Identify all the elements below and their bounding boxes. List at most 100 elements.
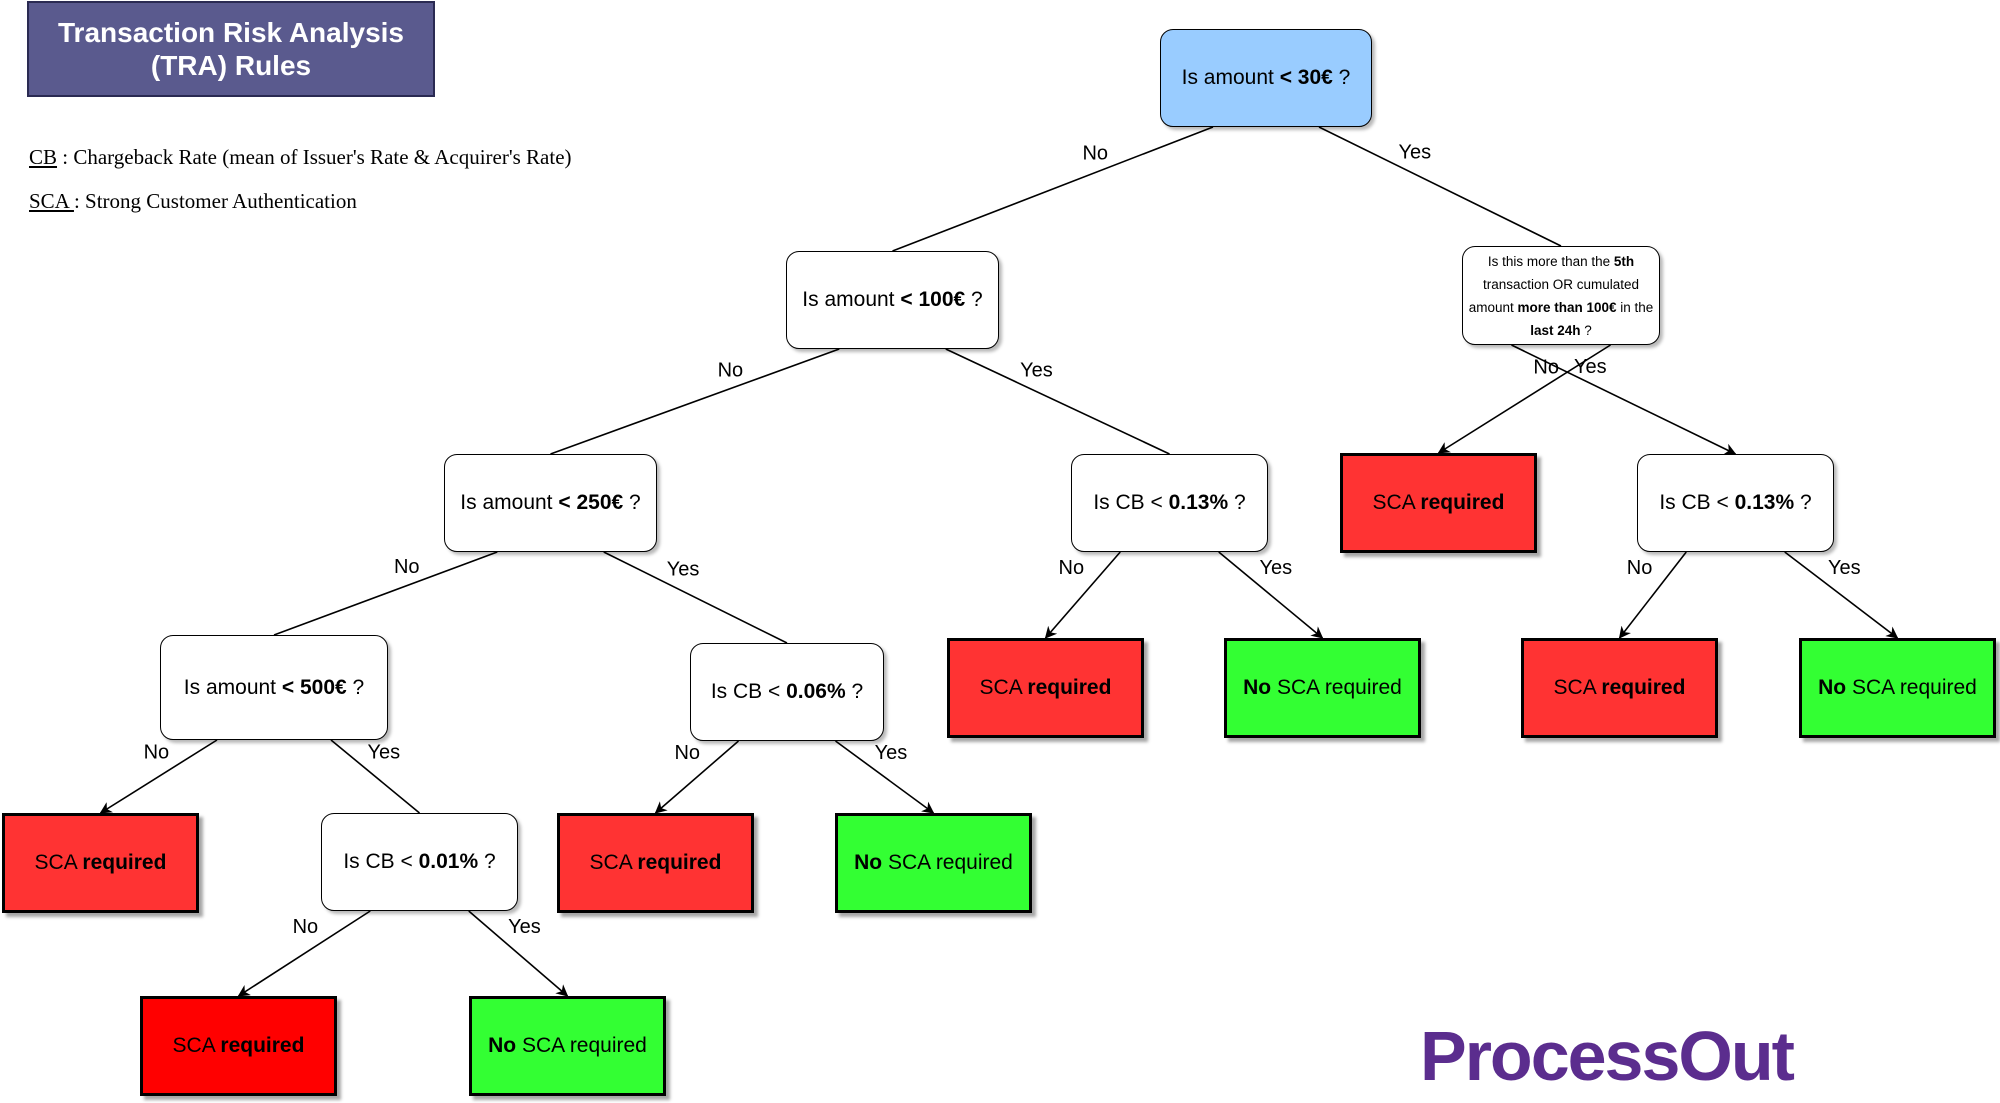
text-bold: No [854,851,883,874]
text-part: Is this more than the [1487,253,1614,269]
legend-sca: SCA : Strong Customer Authentication [29,189,357,214]
edge-e-cb013b-yes [1784,551,1899,639]
result-text: No SCA required [1243,676,1402,700]
text-post: ? [845,680,864,703]
edge-label-no: No [293,916,319,938]
result-text: SCA required [1373,491,1505,515]
edge-e-30-no [892,126,1214,252]
text-post: SCA required [882,851,1013,874]
edge-label-no: No [1627,557,1653,579]
edge-e-30-yes [1318,126,1562,247]
legend-sca-text: : Strong Customer Authentication [73,189,357,213]
edge-e-cb006-no [654,740,740,814]
edge-e-cb013b-no [1618,551,1687,639]
legend-sca-abbr: SCA [29,189,74,213]
text-bold: < 250€ [558,491,624,514]
edge-label-no: No [1059,557,1085,579]
text-post: ? [965,288,983,311]
result-sca-required: SCA required [947,638,1144,738]
edge-label-no: No [718,359,744,381]
text-bold: < 30€ [1279,66,1333,89]
result-sca-required: SCA required [1521,638,1718,738]
edge-e-250-no [273,551,498,636]
result-sca-required: SCA required [2,813,199,913]
text-pre: Is CB < [343,850,419,873]
edge-label-no: No [674,742,700,764]
text-bold: required [1027,676,1112,699]
decision-cb-lt-013-left: Is CB < 0.13% ? [1071,454,1268,552]
text-post: ? [1794,491,1812,514]
decision-text: Is CB < 0.01% ? [343,850,495,874]
decision-text: Is amount < 500€ ? [184,676,364,700]
text-pre: SCA [1553,676,1602,699]
text-bold: last 24h [1530,322,1581,338]
text-pre: Is CB < [1093,491,1169,514]
decision-amount-lt-250: Is amount < 250€ ? [444,454,657,552]
edge-label-yes: Yes [667,558,700,580]
decision-amount-lt-100: Is amount < 100€ ? [786,251,999,349]
text-bold: required [1601,676,1686,699]
text-bold: 0.13% [1168,491,1229,514]
edge-label-yes: Yes [1828,557,1861,579]
text-bold: required [220,1034,305,1057]
edge-label-no: No [144,741,170,763]
edge-e-cb013a-no [1044,551,1121,639]
edge-label-no: No [1082,143,1108,165]
text-post: SCA required [516,1034,647,1057]
result-text: SCA required [1554,676,1686,700]
edge-e-100-yes [945,348,1170,455]
result-text: SCA required [173,1034,305,1058]
edge-label-yes: Yes [1398,141,1431,163]
text-bold: 0.06% [786,680,846,703]
decision-text: Is amount < 30€ ? [1182,66,1351,90]
text-bold: No [1818,676,1847,699]
title-line-1: Transaction Risk Analysis [58,17,404,48]
text-bold: required [1420,491,1505,514]
text-pre: Is amount [460,491,559,514]
edge-e-5th-no [1511,344,1737,455]
legend-cb-abbr: CB [29,145,58,169]
text-post: SCA required [1846,676,1977,699]
decision-amount-lt-30: Is amount < 30€ ? [1160,29,1372,127]
decision-text: Is CB < 0.13% ? [1659,491,1811,515]
text-post: SCA required [1271,676,1402,699]
decision-cb-lt-001: Is CB < 0.01% ? [321,813,518,911]
decision-text: Is this more than the 5th transaction OR… [1465,250,1657,342]
text-bold: 0.13% [1734,491,1795,514]
result-text: No SCA required [488,1034,647,1058]
text-bold: more than 100€ [1517,299,1617,315]
text-part: transaction OR cumulated amount [1468,276,1640,315]
text-post: ? [478,850,496,873]
text-pre: SCA [1372,491,1421,514]
text-bold: < 100€ [900,288,966,311]
edge-e-5th-yes [1437,344,1611,454]
title-line-2: (TRA) Rules [150,50,312,81]
text-pre: SCA [979,676,1028,699]
text-pre: Is CB < [710,680,787,703]
text-pre: Is amount [802,288,901,311]
diagram-title: Transaction Risk Analysis (TRA) Rules [27,1,435,97]
result-text: SCA required [980,676,1112,700]
text-bold: 0.01% [418,850,479,873]
text-pre: Is CB < [1659,491,1735,514]
text-part: ? [1580,322,1592,338]
legend-cb-text: : Chargeback Rate (mean of Issuer's Rate… [57,145,572,169]
text-pre: SCA [589,851,638,874]
edge-label-yes: Yes [367,741,400,763]
text-pre: Is amount [183,675,282,699]
decision-text: Is amount < 100€ ? [802,288,982,312]
edge-label-yes: Yes [1259,557,1292,579]
text-post: ? [1332,66,1351,89]
result-sca-required: SCA required [557,813,754,913]
result-text: SCA required [590,851,722,875]
text-bold: No [1243,676,1272,699]
edge-e-100-no [550,348,840,455]
result-no-sca-required: No SCA required [1799,638,1996,738]
text-post: ? [346,675,365,699]
text-pre: SCA [34,851,83,874]
text-post: ? [1228,491,1246,514]
decision-text: Is CB < 0.06% ? [711,680,863,704]
text-bold: 5th [1613,253,1635,269]
